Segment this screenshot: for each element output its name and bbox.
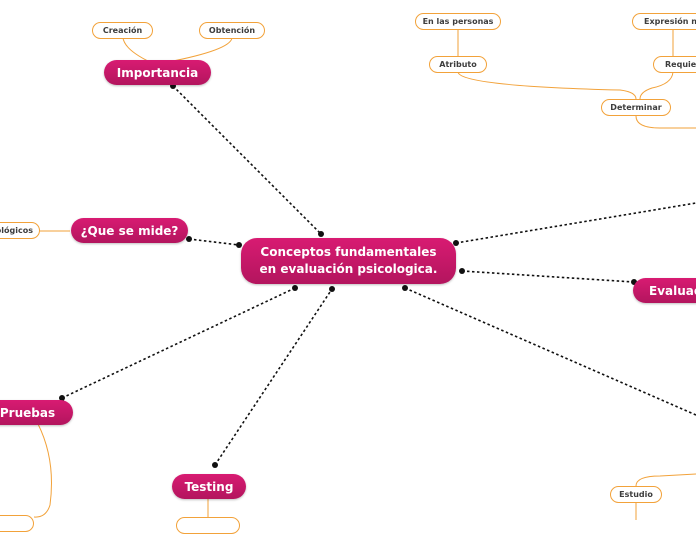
topic-importancia-label: Importancia <box>116 65 199 80</box>
leaf-obtencion-label: Obtención <box>208 26 256 35</box>
central-topic-label: Conceptos fundamentales en evaluación ps… <box>259 245 438 276</box>
dot-pruebas <box>59 395 65 401</box>
leaf-requiere-label: Requier <box>665 60 696 69</box>
leaf-pruebas-child[interactable] <box>0 515 34 532</box>
topic-pruebas[interactable]: Pruebas <box>0 400 73 425</box>
connector-determinar-out <box>635 115 696 129</box>
leaf-determinar-label: Determinar <box>610 103 662 112</box>
leaf-en-las-personas-label: En las personas <box>422 17 494 26</box>
dot-central-right2 <box>459 268 465 274</box>
connector-pruebas-down <box>33 423 52 518</box>
topic-testing[interactable]: Testing <box>172 474 246 499</box>
dot-central-top <box>318 231 324 237</box>
connector-central-importancia <box>172 85 322 235</box>
topic-importancia[interactable]: Importancia <box>104 60 211 85</box>
topic-evaluacion[interactable]: Evaluac <box>633 278 696 303</box>
connector-central-testing <box>214 288 333 466</box>
leaf-estudio-label: Estudio <box>619 490 653 499</box>
leaf-determinar[interactable]: Determinar <box>601 99 671 116</box>
leaf-creacion-label: Creación <box>102 26 143 35</box>
dot-central-bl1 <box>292 285 298 291</box>
connector-creacion-importancia <box>122 37 151 63</box>
topic-que-se-mide-label: ¿Que se mide? <box>80 223 179 238</box>
topic-que-se-mide[interactable]: ¿Que se mide? <box>71 218 188 243</box>
leaf-requiere[interactable]: Requier <box>653 56 696 73</box>
leaf-estudio[interactable]: Estudio <box>610 486 662 503</box>
dot-central-bl2 <box>329 286 335 292</box>
connector-central-quesemide <box>188 238 240 246</box>
leaf-atributo-label: Atributo <box>439 60 477 69</box>
connector-central-top-right <box>455 202 696 244</box>
connector-estudio-right <box>635 473 696 487</box>
leaf-en-las-personas[interactable]: En las personas <box>415 13 501 30</box>
leaf-psicologicos-label: icológicos <box>0 226 33 235</box>
leaf-creacion[interactable]: Creación <box>92 22 153 39</box>
leaf-atributo[interactable]: Atributo <box>429 56 487 73</box>
dot-central-left <box>236 242 242 248</box>
leaf-obtencion[interactable]: Obtención <box>199 22 265 39</box>
dot-testing <box>212 462 218 468</box>
connector-atributo-determinar <box>457 71 637 100</box>
dot-central-right <box>453 240 459 246</box>
leaf-expresion[interactable]: Expresión nu <box>632 13 696 30</box>
connector-central-bottom-right <box>404 287 696 416</box>
dot-quesemide <box>186 236 192 242</box>
topic-pruebas-label: Pruebas <box>0 405 56 420</box>
connector-requiere-determinar <box>639 71 674 100</box>
leaf-expresion-label: Expresión nu <box>644 17 696 26</box>
leaf-psicologicos[interactable]: icológicos <box>0 222 40 239</box>
topic-testing-label: Testing <box>184 479 234 494</box>
topic-evaluacion-label: Evaluac <box>649 283 696 298</box>
central-topic[interactable]: Conceptos fundamentales en evaluación ps… <box>241 238 456 284</box>
connector-obtencion-importancia <box>167 37 233 63</box>
dot-central-br <box>402 285 408 291</box>
connector-central-pruebas <box>61 287 296 399</box>
